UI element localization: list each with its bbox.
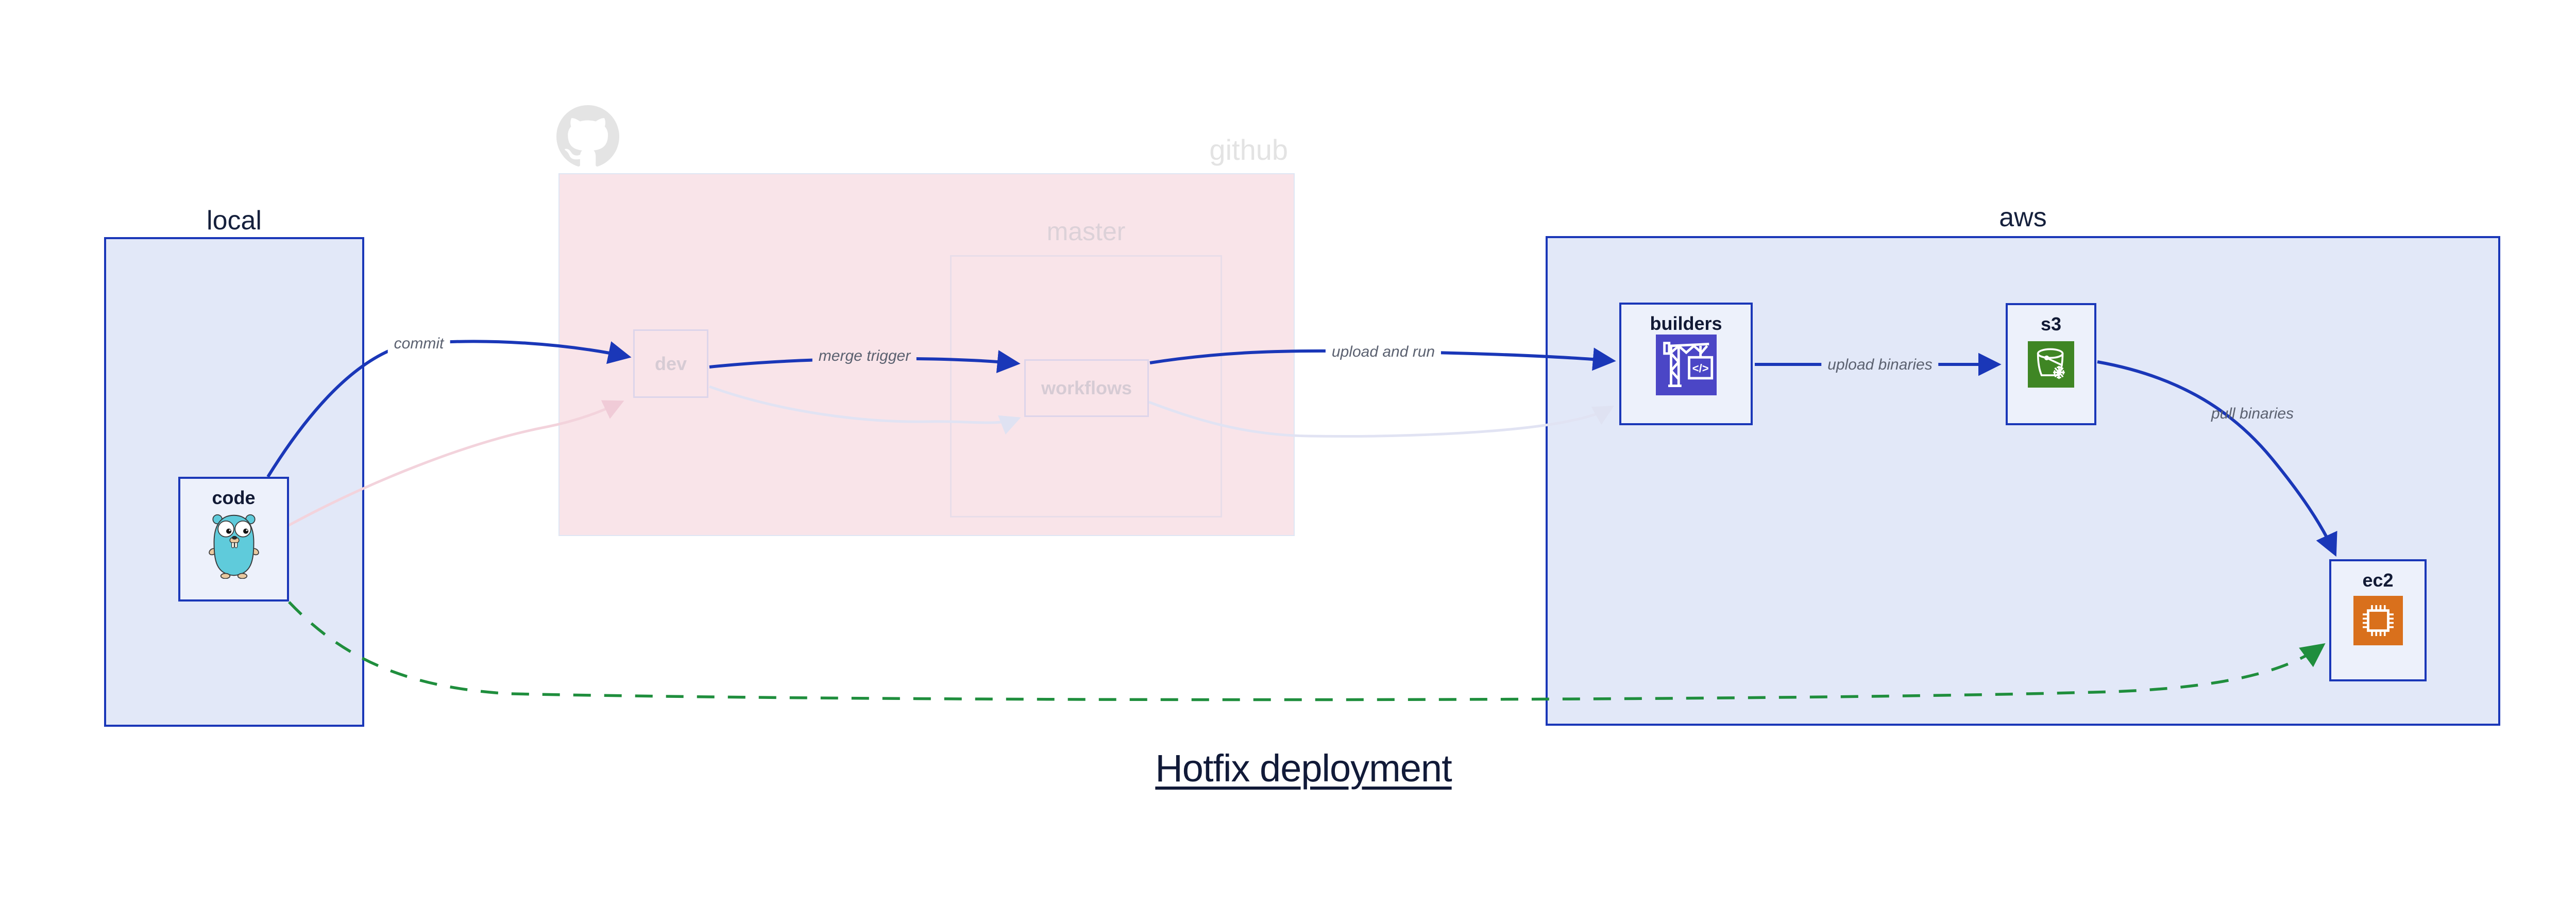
edge-label-upload-binaries: upload binaries bbox=[1821, 355, 1939, 375]
edge-pull-binaries bbox=[2097, 360, 2337, 557]
cluster-label-local: local bbox=[207, 206, 262, 236]
edge-commit bbox=[266, 340, 632, 478]
node-s3-label: s3 bbox=[2040, 313, 2062, 335]
cluster-label-github: github bbox=[1209, 133, 1288, 166]
node-dev: dev bbox=[633, 329, 708, 398]
go-gopher-icon bbox=[204, 511, 264, 581]
node-s3: s3 bbox=[2006, 303, 2096, 425]
edge-label-merge-trigger: merge trigger bbox=[812, 346, 917, 366]
node-code: code bbox=[178, 477, 289, 602]
diagram-title: Hotfix deployment bbox=[1155, 747, 1452, 790]
svg-text:</>: </> bbox=[1692, 362, 1708, 375]
node-workflows-label: workflows bbox=[1041, 377, 1132, 398]
edge-faded-workflows-to-builders bbox=[1148, 400, 1615, 438]
edge-hotfix-dashed bbox=[288, 601, 2326, 701]
cluster-label-master: master bbox=[1046, 217, 1126, 246]
edge-label-upload-and-run: upload and run bbox=[1325, 342, 1442, 362]
node-workflows: workflows bbox=[1024, 359, 1149, 417]
node-ec2-label: ec2 bbox=[2362, 570, 2394, 591]
node-dev-label: dev bbox=[654, 353, 687, 374]
edge-faded-code-to-dev bbox=[287, 400, 624, 527]
node-builders-label: builders bbox=[1650, 313, 1722, 334]
node-ec2: ec2 bbox=[2329, 559, 2427, 681]
cluster-master bbox=[950, 255, 1222, 517]
node-builders: builders </> bbox=[1619, 303, 1753, 425]
ec2-chip-icon bbox=[2353, 596, 2403, 645]
codebuild-crane-icon: </> bbox=[1655, 335, 1717, 395]
github-octocat-icon bbox=[556, 105, 619, 166]
edge-label-pull-binaries: pull binaries bbox=[2211, 405, 2294, 422]
edge-faded-dev-to-workflows bbox=[709, 385, 1021, 435]
edge-label-commit: commit bbox=[387, 334, 450, 354]
node-code-label: code bbox=[212, 487, 256, 508]
s3-glacier-bucket-icon bbox=[2028, 341, 2074, 388]
cluster-label-aws: aws bbox=[1999, 203, 2047, 232]
